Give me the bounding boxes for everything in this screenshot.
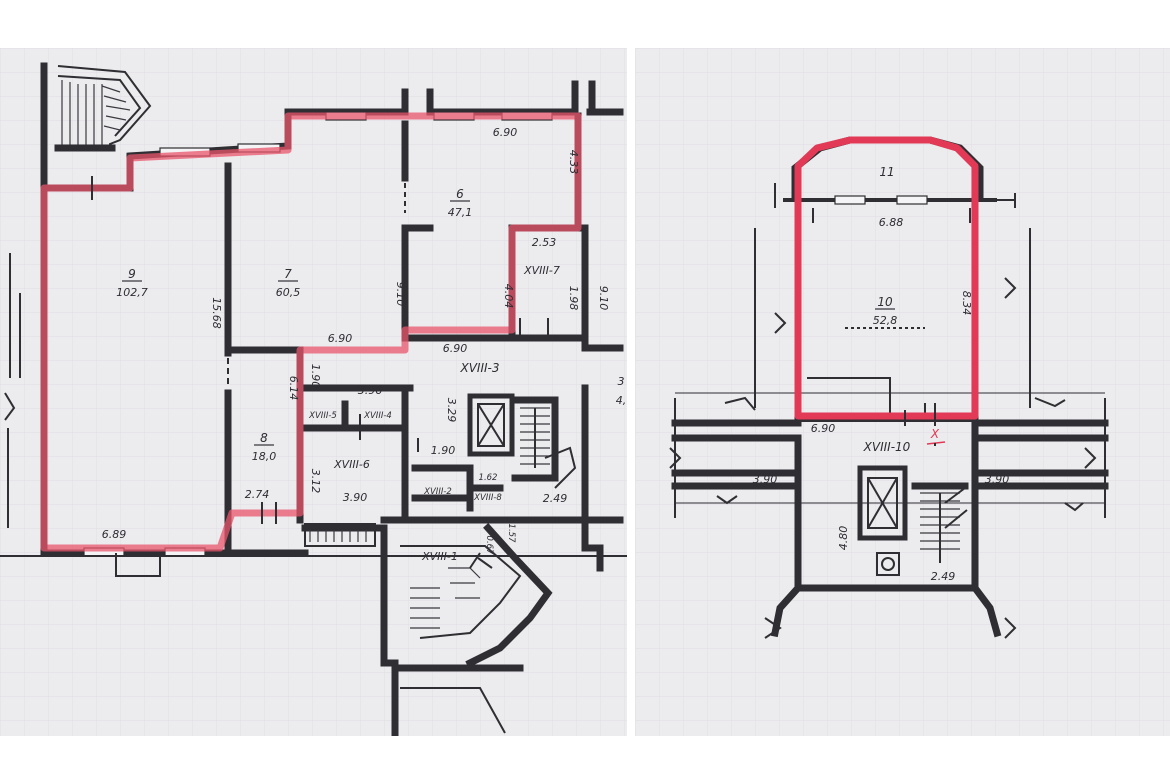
zone-label: XVIII-7 [523,264,560,277]
dimension-label: 3.29 [445,398,458,423]
dimension-label: 4.33 [567,150,580,175]
room-8: 8 18,0 [252,431,277,463]
room-number: 11 [879,165,894,179]
dimension-label: 6.90 [443,342,468,355]
street-walls [0,253,627,557]
zone-label: XVIII-6 [333,458,370,471]
dimension-label: 3.90 [985,473,1010,486]
room-6: 6 47,1 [448,187,473,219]
dimension-label: 3.90 [343,491,368,504]
dimension-label: 6.89 [102,528,127,541]
dimension-label: 6.90 [811,422,836,435]
floor-plan-right: 11 10 52,8 XVIII-10 X 6.88 8.34 6.90 3.9… [635,48,1170,736]
dimension-label: 6.14 [287,376,300,401]
dimension-label: 2.74 [245,488,270,501]
dimension-label: 4, [616,394,627,407]
room-number: 10 [877,295,893,309]
dimension-label: 4.80 [837,526,850,551]
room-number: 6 [456,187,464,201]
dimension-label: 3 [618,375,625,388]
dimension-label: 1.62 [479,473,498,483]
zone-label: XVIII-10 [863,440,911,454]
red-mark: X [930,427,940,441]
room-area: 52,8 [873,314,898,327]
room-area: 102,7 [116,286,148,299]
zone-label: XVIII-4 [363,411,392,421]
dimension-label: 1.90 [431,444,456,457]
lift-and-stairs-core [764,465,1017,639]
dimension-label: 2.49 [931,570,956,583]
dimension-label: 3.90 [753,473,778,486]
dimension-label: 6.88 [879,216,904,229]
floor-plan-left: 9 102,7 7 60,5 6 47,1 8 18,0 XVIII-7 XVI… [0,48,627,736]
stair-tower-top-left [40,62,152,187]
room-number: 8 [260,431,268,445]
zone-label: XVIII-5 [308,411,337,421]
dimension-label: 1.90 [309,364,322,389]
room-area: 47,1 [448,206,473,219]
dimension-label: 9.10 [394,282,407,307]
room-10: 10 52,8 [873,295,898,327]
dimension-label: 8.34 [960,291,973,316]
zone-label: XVIII-2 [423,487,452,497]
corridor-walls [669,228,1109,527]
dimension-label: 1.98 [567,286,580,311]
dimension-label: 4.04 [502,284,515,309]
floor-plan-right-drawing: 11 10 52,8 XVIII-10 X 6.88 8.34 6.90 3.9… [635,48,1170,736]
room-area: 18,0 [252,450,277,463]
zone-label: XVIII-1 [421,550,458,563]
highlighted-boundary [794,136,979,420]
floor-plan-left-drawing: 9 102,7 7 60,5 6 47,1 8 18,0 XVIII-7 XVI… [0,48,627,736]
dimension-label: 2.53 [532,236,557,249]
room-9: 9 102,7 [116,267,148,299]
room-area: 60,5 [276,286,301,299]
entrance-block [301,523,553,736]
dimension-label: 6.90 [493,126,518,139]
dimension-label: 9.10 [597,286,610,311]
zone-label: XVIII-8 [473,493,502,503]
room-number: 9 [128,267,136,281]
dimension-label: 6.90 [328,332,353,345]
lift-and-stairs-core [467,393,577,489]
dimension-label: 3.12 [309,469,322,494]
dimension-label: 2.49 [543,492,568,505]
dimension-label: 1.57 [506,524,516,544]
dimension-label: 3.96 [358,384,383,397]
zone-label: XVIII-3 [459,361,499,375]
dimension-label: 15.68 [210,297,223,329]
highlighted-boundary [40,112,582,552]
room-7: 7 60,5 [276,267,301,299]
room-number: 7 [284,267,292,281]
dimension-label: 0.67 [484,536,494,556]
